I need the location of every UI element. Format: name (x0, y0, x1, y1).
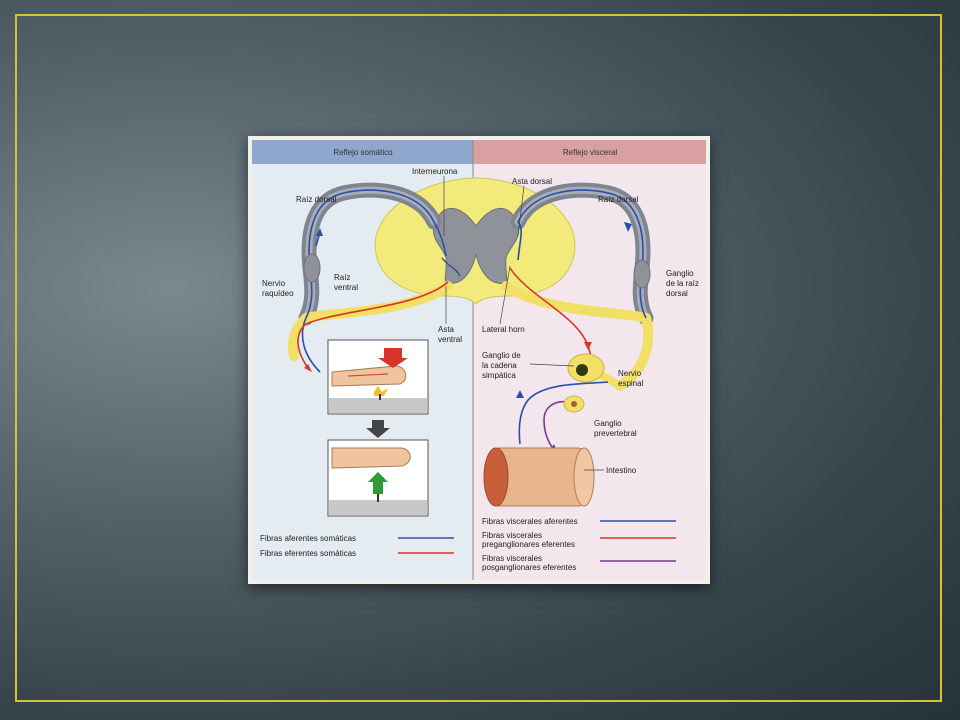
label-raiz-ventral-1: Raíz (334, 273, 350, 282)
right-dorsal-root-ganglion (633, 259, 651, 289)
legend-left-item-1: Fibras eferentes somáticas (260, 549, 356, 558)
intestine-lumen (483, 447, 509, 507)
right-header-title: Reflejo visceral (563, 148, 617, 157)
label-raiz-ventral-2: ventral (334, 283, 358, 292)
label-lateral-horn: Lateral horn (482, 325, 525, 334)
label-asta-ventral-1: Asta (438, 325, 455, 334)
label-raiz-dorsal-left: Raíz dorsal (296, 195, 337, 204)
label-intestino: Intestino (606, 466, 637, 475)
label-asta-dorsal: Asta dorsal (512, 177, 552, 186)
label-raiz-dorsal-right: Raíz dorsal (598, 195, 639, 204)
legend-right-item-1b: preganglionares eferentes (482, 540, 575, 549)
label-asta-ventral-2: ventral (438, 335, 462, 344)
slide-frame (15, 14, 942, 702)
reflex-diagram-figure: Reflejo somático Reflejo visceral (248, 136, 710, 584)
label-ganglio-raiz-3: dorsal (666, 289, 688, 298)
pain-spark-icon (374, 386, 388, 396)
label-interneurona: Interneurona (412, 167, 458, 176)
pain-arrow-icon (378, 348, 408, 368)
withdrawal-arrow-icon (368, 472, 388, 494)
label-ganglio-prevertebral-2: prevertebral (594, 429, 637, 438)
label-ganglio-prevertebral-1: Ganglio (594, 419, 622, 428)
legend-right-item-2b: posganglionares eferentes (482, 563, 576, 572)
legend-right: Fibras viscerales aferentes Fibras visce… (482, 517, 676, 572)
right-ventral-nerve-bundle (501, 281, 651, 323)
left-header-title: Reflejo somático (333, 148, 393, 157)
label-nervio-espinal-1: Nervio (618, 369, 642, 378)
label-ganglio-cadena-1: Ganglio de (482, 351, 521, 360)
left-afferent-fiber (301, 189, 447, 373)
left-dorsal-root-ganglion (303, 253, 321, 283)
label-ganglio-cadena-2: la cadena (482, 361, 517, 370)
legend-left: Fibras aferentes somáticas Fibras eferen… (260, 534, 454, 558)
left-efferent-fiber (297, 281, 449, 369)
finger-withdrawn (331, 447, 411, 469)
left-header (252, 140, 473, 164)
reflex-diagram: Reflejo somático Reflejo visceral (252, 140, 706, 580)
legend-right-item-2a: Fibras viscerales (482, 554, 542, 563)
label-nervio-raquideo-1: Nervio (262, 279, 286, 288)
label-ganglio-raiz-1: Ganglio (666, 269, 694, 278)
legend-right-item-1a: Fibras viscerales (482, 531, 542, 540)
label-nervio-espinal-2: espinal (618, 379, 644, 388)
label-nervio-raquideo-2: raquídeo (262, 289, 294, 298)
legend-left-item-0: Fibras aferentes somáticas (260, 534, 356, 543)
left-ventral-nerve-bundle (301, 281, 453, 323)
postganglionic-fiber (543, 400, 575, 451)
label-ganglio-cadena-3: simpática (482, 371, 516, 380)
sequence-arrow-icon (366, 420, 390, 438)
right-header (473, 140, 706, 164)
interneuron-fiber (441, 257, 461, 277)
chain-ganglion-core (576, 364, 588, 376)
label-ganglio-raiz-2: de la raíz (666, 279, 699, 288)
legend-right-item-0: Fibras viscerales aferentes (482, 517, 578, 526)
finger-withdrawing (331, 365, 407, 387)
